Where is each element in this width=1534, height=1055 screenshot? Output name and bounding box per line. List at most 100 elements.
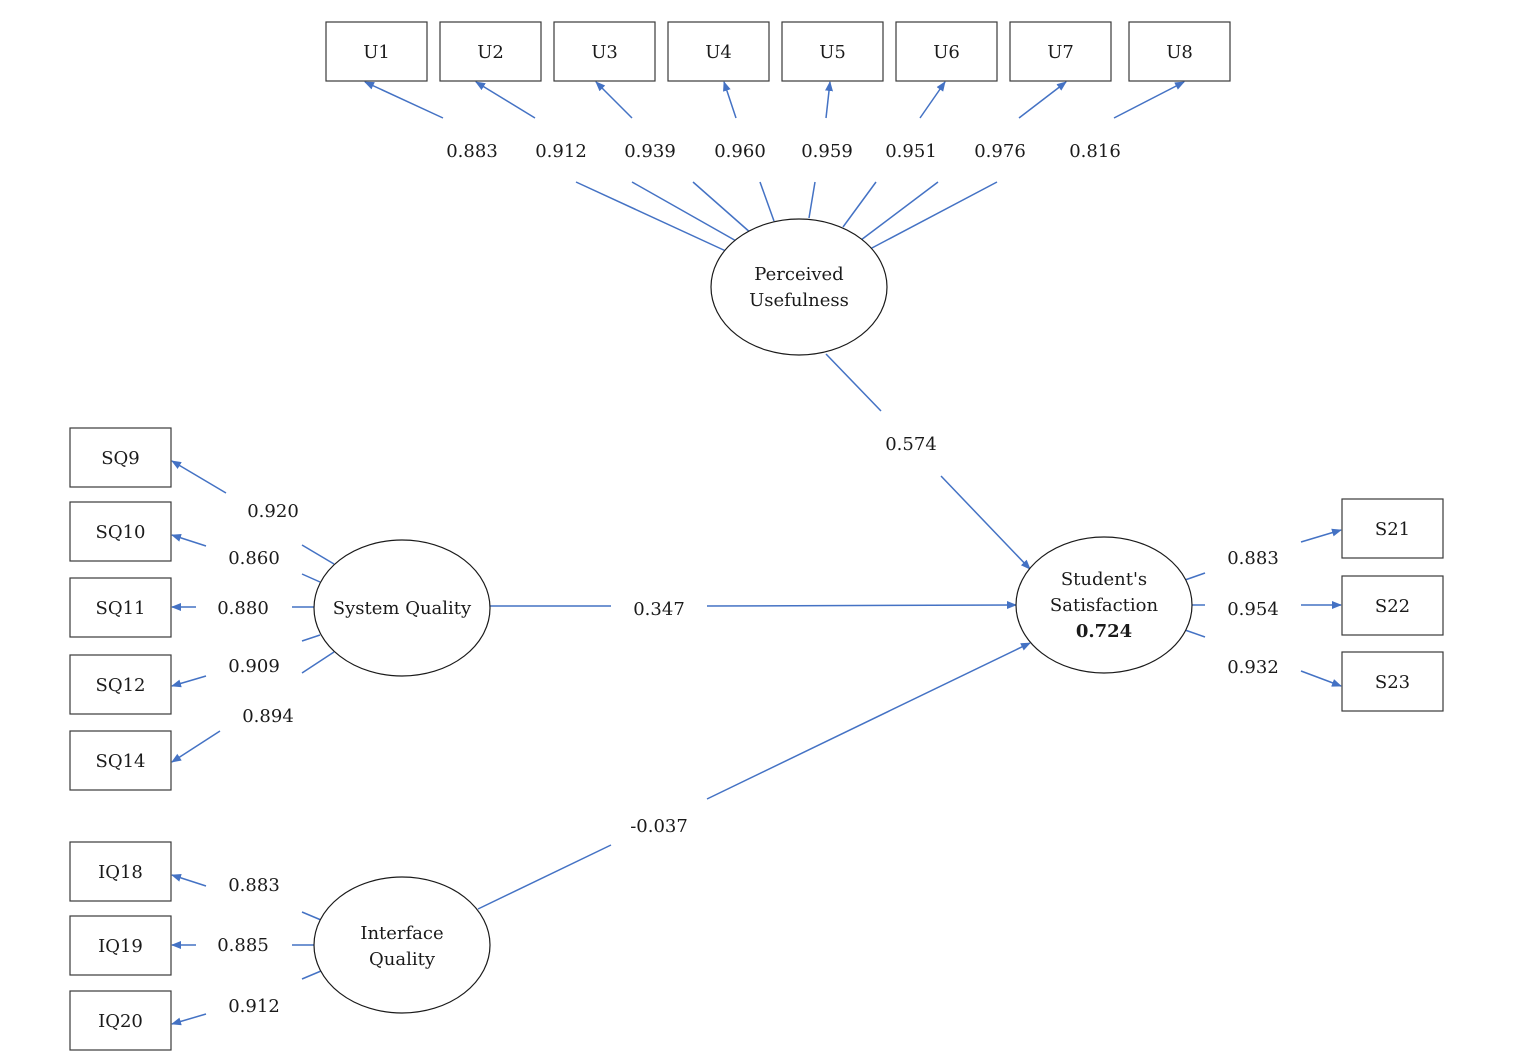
indicator-label-u7: U7 — [1047, 42, 1074, 63]
indicator-label-s22: S22 — [1375, 596, 1410, 617]
sq-arrow-sq12 — [171, 675, 207, 688]
pu-ss-line-upper — [825, 353, 882, 412]
loading-s22: 0.954 — [1227, 599, 1279, 620]
latent-perceived-usefulness: Perceived Usefulness — [710, 218, 888, 356]
sq-arrow-sq9 — [171, 460, 227, 494]
indicator-box-u3: U3 — [553, 21, 656, 82]
path-coef-sq-ss: 0.347 — [633, 599, 685, 620]
iq-ss-arrow — [706, 642, 1031, 800]
pu-line-u8-lower — [869, 181, 998, 250]
latent-students-satisfaction: Student's Satisfaction 0.724 — [1015, 536, 1193, 674]
ss-loadings: 0.883 0.954 0.932 — [1227, 548, 1279, 678]
ss-arrow-s21 — [1300, 528, 1342, 543]
pu-ss-arrow — [940, 475, 1031, 570]
pu-line-u1-lower — [575, 181, 729, 253]
pu-line-u3-lower — [692, 181, 753, 235]
indicator-label-sq9: SQ9 — [101, 448, 140, 469]
loading-u6: 0.951 — [885, 141, 937, 162]
indicator-box-s22: S22 — [1341, 575, 1444, 636]
indicator-box-u4: U4 — [667, 21, 770, 82]
indicator-box-u1: U1 — [325, 21, 428, 82]
indicator-box-u8: U8 — [1128, 21, 1231, 82]
pu-arrow-u4 — [723, 81, 737, 119]
loading-u8: 0.816 — [1069, 141, 1121, 162]
pu-arrow-u2 — [475, 81, 536, 119]
pu-arrow-u1 — [364, 81, 444, 119]
indicator-label-sq14: SQ14 — [96, 751, 146, 772]
path-coef-pu-ss: 0.574 — [885, 434, 937, 455]
sq-line-sq12 — [301, 634, 321, 642]
loading-s23: 0.932 — [1227, 657, 1279, 678]
indicator-label-s21: S21 — [1375, 519, 1410, 540]
loading-iq19: 0.885 — [217, 935, 269, 956]
loading-sq14: 0.894 — [242, 706, 294, 727]
iq-line-iq20 — [301, 970, 322, 980]
indicator-label-sq11: SQ11 — [96, 598, 146, 619]
indicator-label-u5: U5 — [819, 42, 846, 63]
indicator-label-u4: U4 — [705, 42, 732, 63]
latent-iq-line2: Quality — [369, 949, 436, 970]
sq-loadings: 0.920 0.860 0.880 0.909 0.894 — [217, 501, 299, 727]
indicator-box-iq20: IQ20 — [69, 990, 172, 1051]
iq-loadings: 0.883 0.885 0.912 — [217, 875, 280, 1017]
pu-line-u5-lower — [808, 181, 816, 219]
latent-ss-r-squared: 0.724 — [1076, 621, 1132, 642]
latent-pu-line1: Perceived — [754, 264, 843, 285]
latent-sq-label: System Quality — [333, 598, 472, 619]
latent-ss-line1: Student's — [1061, 569, 1147, 590]
indicator-label-u6: U6 — [933, 42, 960, 63]
indicator-box-u6: U6 — [895, 21, 998, 82]
pu-indicators: U1 U2 U3 U4 U5 U6 U7 U8 — [325, 21, 1231, 82]
pu-line-u7-lower — [860, 181, 939, 241]
loading-sq11: 0.880 — [217, 598, 269, 619]
pu-line-u2-lower — [631, 181, 739, 243]
ss-line-s23 — [1184, 629, 1206, 638]
indicator-label-u8: U8 — [1166, 42, 1193, 63]
loading-u4: 0.960 — [714, 141, 766, 162]
loading-sq9: 0.920 — [247, 501, 299, 522]
indicator-label-sq12: SQ12 — [96, 675, 146, 696]
ss-line-s21 — [1184, 572, 1206, 581]
latent-system-quality: System Quality — [313, 539, 491, 677]
pu-arrow-u6 — [919, 81, 946, 119]
loading-u1: 0.883 — [446, 141, 498, 162]
indicator-box-sq12: SQ12 — [69, 654, 172, 715]
pu-arrow-u5 — [825, 81, 833, 119]
sq-indicators: SQ9 SQ10 SQ11 SQ12 SQ14 — [69, 427, 172, 791]
pu-line-u6-lower — [842, 181, 877, 228]
indicator-label-u1: U1 — [363, 42, 390, 63]
indicator-box-u2: U2 — [439, 21, 542, 82]
iq-arrow-iq20 — [171, 1013, 207, 1026]
indicator-label-u3: U3 — [591, 42, 618, 63]
indicator-box-sq10: SQ10 — [69, 501, 172, 562]
latent-pu-line2: Usefulness — [749, 290, 849, 311]
indicator-box-sq14: SQ14 — [69, 730, 172, 791]
sq-line-sq10 — [301, 573, 321, 583]
loading-s21: 0.883 — [1227, 548, 1279, 569]
sq-line-sq9 — [301, 544, 335, 565]
pu-line-u4-lower — [759, 181, 775, 222]
loading-iq18: 0.883 — [228, 875, 280, 896]
latent-ss-line2: Satisfaction — [1050, 595, 1159, 616]
indicator-box-s23: S23 — [1341, 651, 1444, 712]
iq-indicators: IQ18 IQ19 IQ20 — [69, 841, 172, 1051]
indicator-label-u2: U2 — [477, 42, 504, 63]
ss-arrow-s23 — [1300, 670, 1342, 687]
indicator-box-sq11: SQ11 — [69, 577, 172, 638]
measurement-paths — [171, 81, 1342, 1026]
indicator-box-iq18: IQ18 — [69, 841, 172, 902]
iq-ss-line-left — [477, 844, 612, 910]
pu-arrow-u3 — [595, 81, 633, 119]
indicator-label-s23: S23 — [1375, 672, 1410, 693]
sq-arrow-sq14 — [171, 730, 221, 763]
latent-iq-line1: Interface — [360, 923, 443, 944]
loading-u7: 0.976 — [974, 141, 1026, 162]
pu-arrow-u7 — [1018, 81, 1067, 119]
loading-u3: 0.939 — [624, 141, 676, 162]
indicator-label-iq19: IQ19 — [98, 936, 143, 957]
loading-u5: 0.959 — [801, 141, 853, 162]
iq-line-iq18 — [301, 911, 322, 921]
indicator-box-iq19: IQ19 — [69, 915, 172, 976]
indicator-label-iq18: IQ18 — [98, 862, 143, 883]
